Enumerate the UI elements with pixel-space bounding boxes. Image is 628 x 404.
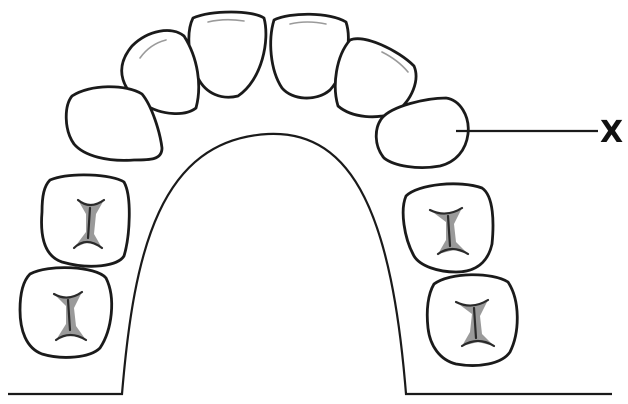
upper-second-premolar-left xyxy=(20,268,112,358)
upper-first-premolar-left xyxy=(42,175,130,266)
tooth-label-x: X xyxy=(600,115,623,150)
upper-central-incisor-left xyxy=(189,12,266,97)
